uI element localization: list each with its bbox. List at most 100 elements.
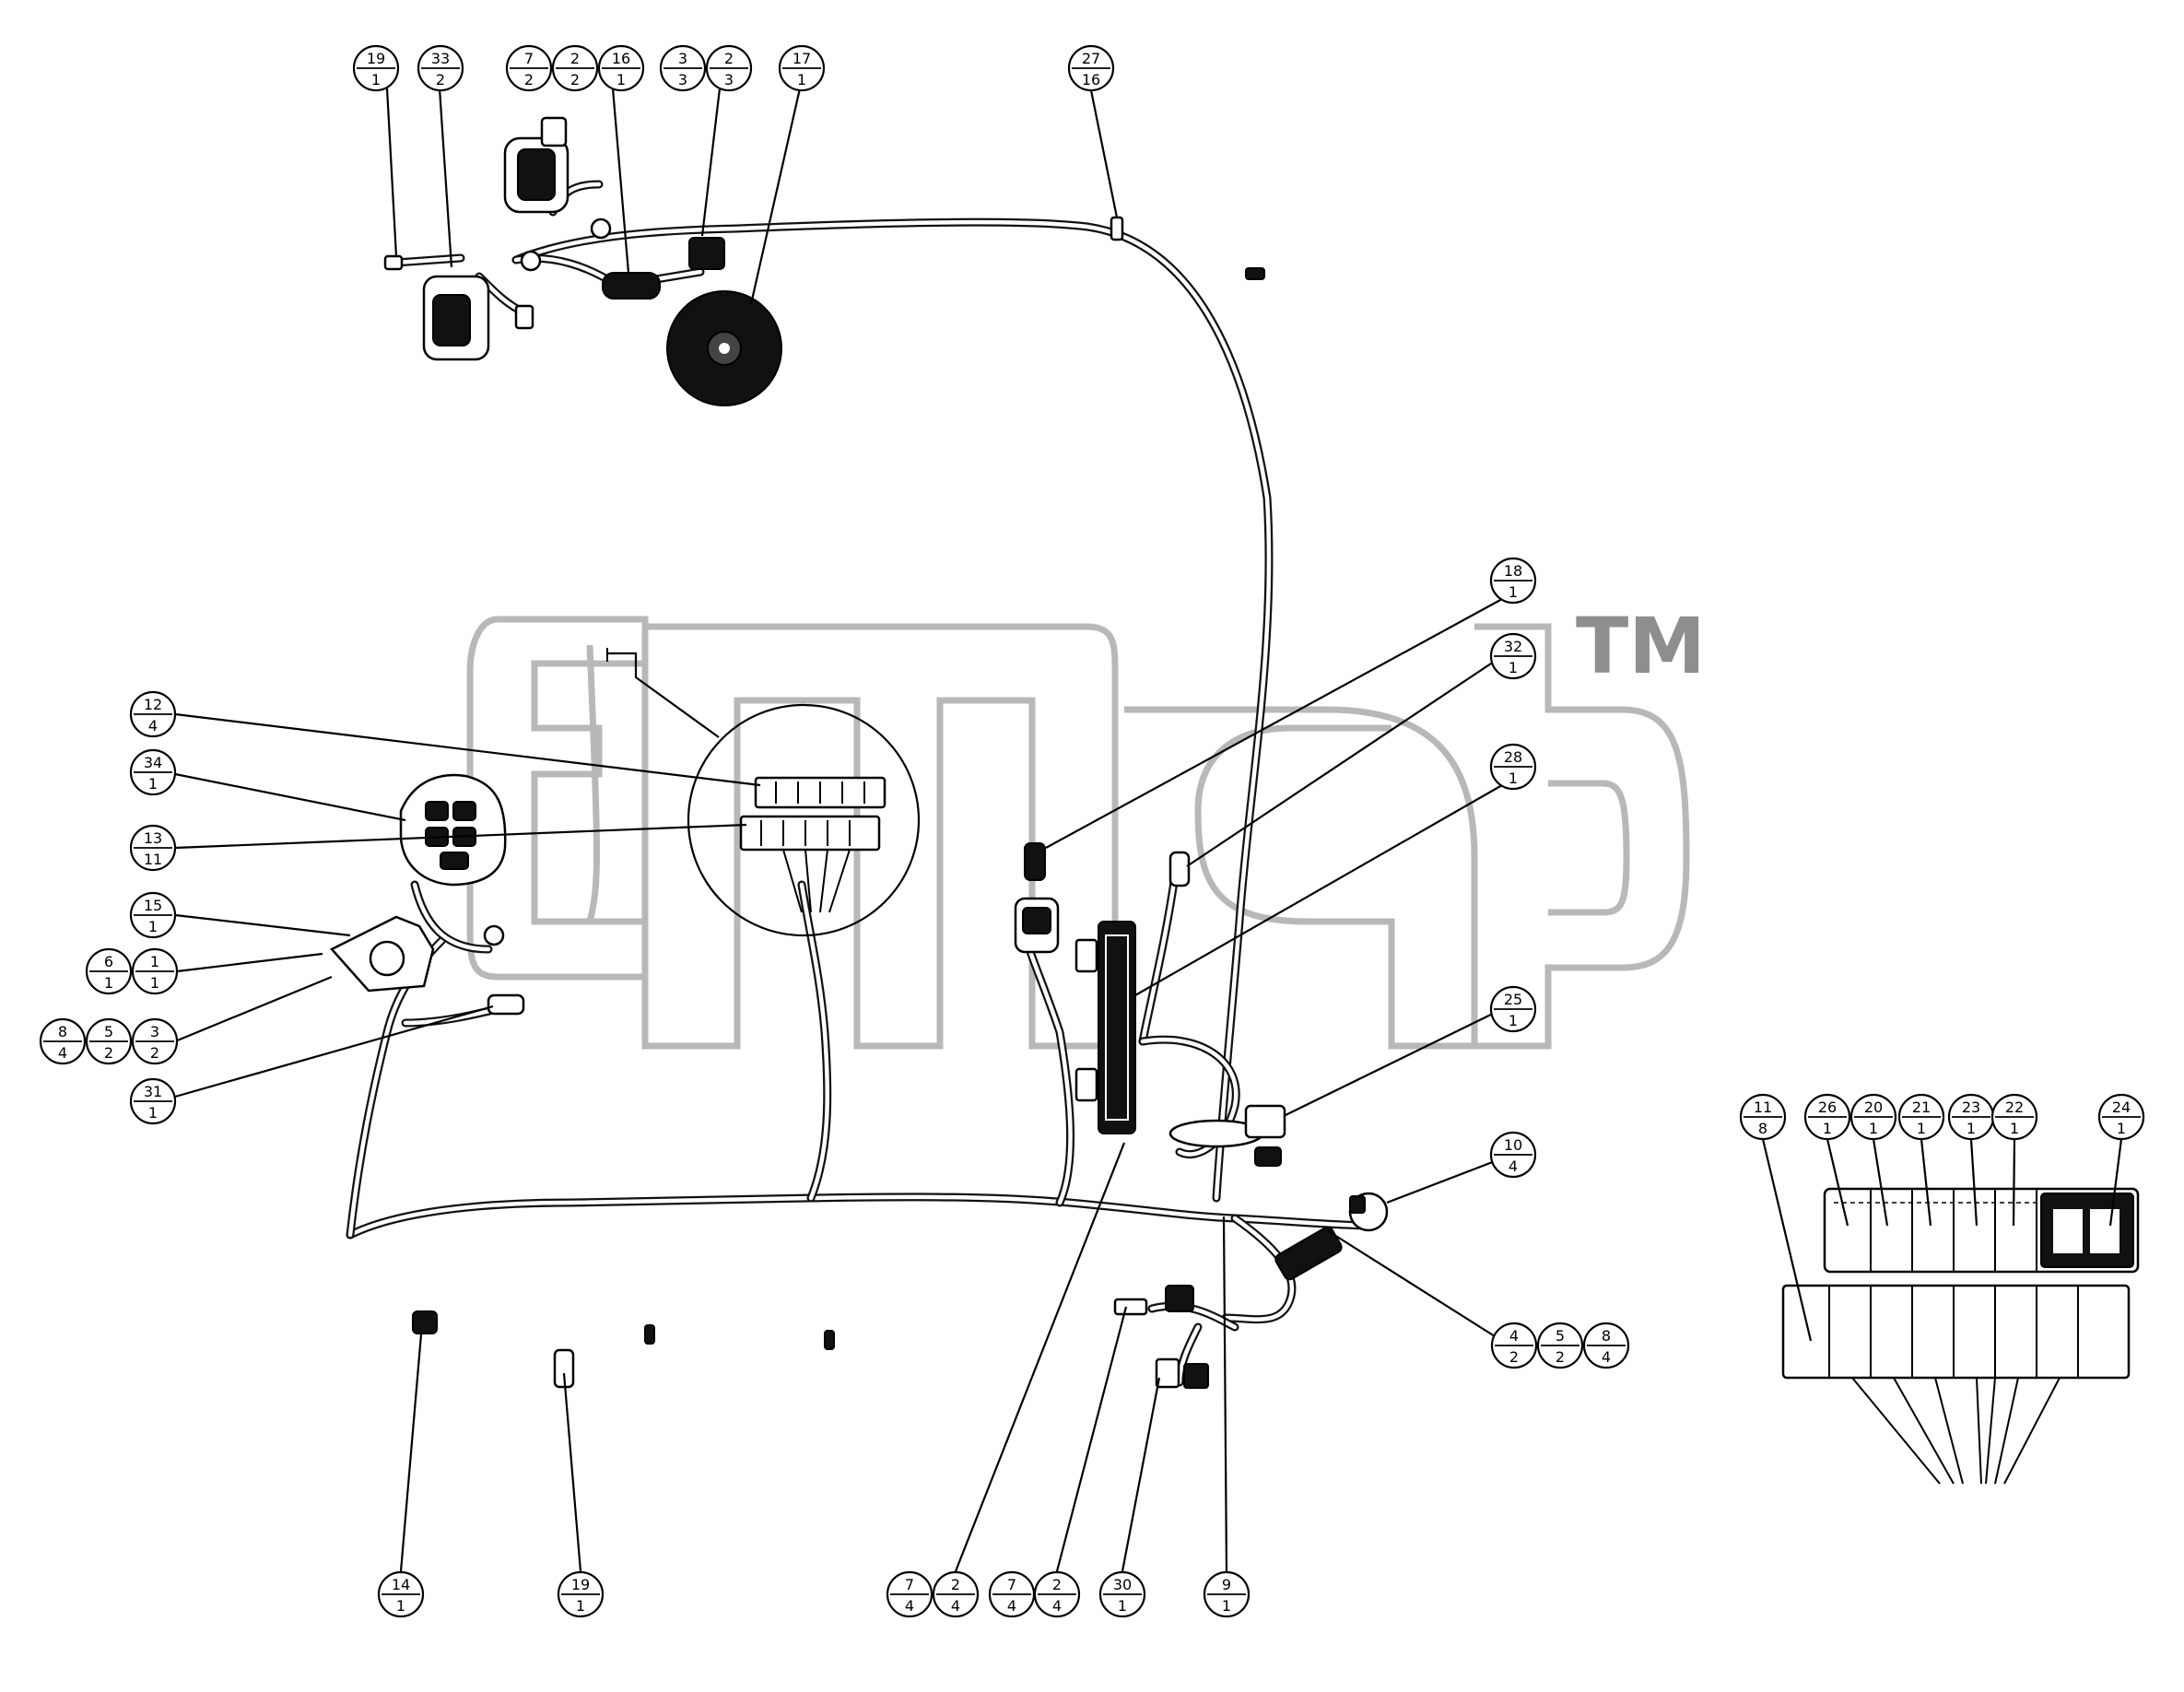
relay-strip-13 [739,815,881,852]
callout-quantity: 4 [1509,1157,1518,1175]
connector-small-top [514,304,534,330]
callout-part-number: 21 [1912,1099,1931,1116]
callout-part-number: 3 [150,1023,159,1040]
callout-part-number: 30 [1113,1576,1132,1593]
callout-part-number: 28 [1504,748,1522,766]
control-module-28 [1098,921,1136,1134]
callout-bubble: 24 [1033,1570,1081,1618]
connector-30 [1155,1357,1180,1389]
callout-bubble: 311 [129,1077,177,1125]
callout-bubble: 161 [597,44,645,92]
callout-bubble: 251 [1489,985,1537,1033]
callout-bubble: 52 [85,1017,133,1065]
callout-bubble: 201 [1849,1093,1897,1141]
callout-quantity: 11 [144,851,162,868]
callout-part-number: 22 [2005,1099,2024,1116]
callout-part-number: 19 [367,50,385,67]
callout-quantity: 4 [58,1044,67,1062]
callout-part-number: 6 [104,953,113,970]
callout-bubble: 341 [129,748,177,796]
callout-quantity: 1 [371,71,381,88]
callout-bubble: 241 [2097,1093,2145,1141]
magnifier-circle [687,703,921,937]
connector-32 [1168,851,1191,887]
callout-part-number: 3 [678,50,687,67]
callout-part-number: 23 [1962,1099,1980,1116]
callout-quantity: 1 [1509,583,1518,601]
callout-part-number: 1 [150,953,159,970]
callout-bubble: 124 [129,690,177,738]
callout-bubble: 171 [778,44,826,92]
plug-b [824,1330,835,1350]
callout-bubble: 231 [1947,1093,1995,1141]
connector-9 [1165,1285,1194,1312]
callout-quantity: 4 [951,1597,960,1615]
callout-quantity: 4 [1052,1597,1062,1615]
callout-bubble: 74 [988,1570,1036,1618]
callout-bubble: 261 [1803,1093,1851,1141]
fuse-block-lower [1781,1284,2131,1380]
callout-quantity: 1 [576,1597,585,1615]
callout-bubble: 321 [1489,632,1537,680]
connector-19 [383,254,404,271]
callout-part-number: 15 [144,897,162,914]
callout-quantity: 4 [1602,1348,1611,1366]
callout-bubble: 24 [932,1570,980,1618]
callout-quantity: 1 [616,71,626,88]
callout-quantity: 3 [678,71,687,88]
callout-bubble: 181 [1489,557,1537,605]
callout-bubble: 141 [377,1570,425,1618]
callout-quantity: 1 [1823,1120,1832,1137]
callout-quantity: 3 [724,71,734,88]
callout-bubble: 22 [551,44,599,92]
callout-quantity: 1 [148,1104,158,1122]
callout-quantity: 2 [570,71,580,88]
callout-part-number: 33 [431,50,450,67]
callout-bubble: 23 [705,44,753,92]
callout-bubble: 61 [85,947,133,995]
callout-bubble: 91 [1203,1570,1251,1618]
callout-quantity: 1 [104,974,113,992]
section-marker: I [605,644,610,666]
callout-part-number: 13 [144,829,162,847]
callout-quantity: 2 [436,71,445,88]
callout-bubble: 74 [886,1570,933,1618]
fuse-holder-16 [602,272,661,300]
callout-bubble: 211 [1897,1093,1945,1141]
callout-part-number: 2 [951,1576,960,1593]
callout-bubble: 301 [1098,1570,1146,1618]
callout-part-number: 34 [144,754,162,771]
callout-quantity: 4 [905,1597,914,1615]
grommet-3 [590,217,612,240]
leader-lines [174,88,2123,1572]
callout-part-number: 20 [1864,1099,1883,1116]
callout-quantity: 2 [1556,1348,1565,1366]
callout-part-number: 25 [1504,991,1522,1008]
callout-bubble: 191 [557,1570,605,1618]
callout-bubble: 332 [417,44,464,92]
grommet-2 [520,250,542,272]
callout-part-number: 24 [2112,1099,2131,1116]
connector-27a [1110,216,1124,241]
callout-part-number: 4 [1509,1327,1519,1345]
callout-part-number: 7 [1007,1576,1016,1593]
callout-quantity: 4 [1007,1597,1016,1615]
callout-bubble: 32 [131,1017,179,1065]
callout-quantity: 1 [2117,1120,2126,1137]
bracket-2 [1113,1298,1148,1316]
bulb-14 [412,1310,438,1334]
callout-quantity: 1 [148,775,158,793]
callout-quantity: 1 [1509,659,1518,676]
callout-quantity: 16 [1082,71,1100,88]
callout-quantity: 1 [1509,1012,1518,1029]
callout-part-number: 32 [1504,638,1522,655]
callout-bubble: 84 [39,1017,87,1065]
watermark-logo: TM [466,601,1706,1050]
callout-quantity: 2 [524,71,534,88]
connector-2 [688,237,725,270]
callout-part-number: 18 [1504,562,1522,580]
callout-bubble: 281 [1489,743,1537,791]
callout-part-number: 26 [1818,1099,1837,1116]
callout-quantity: 1 [1509,770,1518,787]
